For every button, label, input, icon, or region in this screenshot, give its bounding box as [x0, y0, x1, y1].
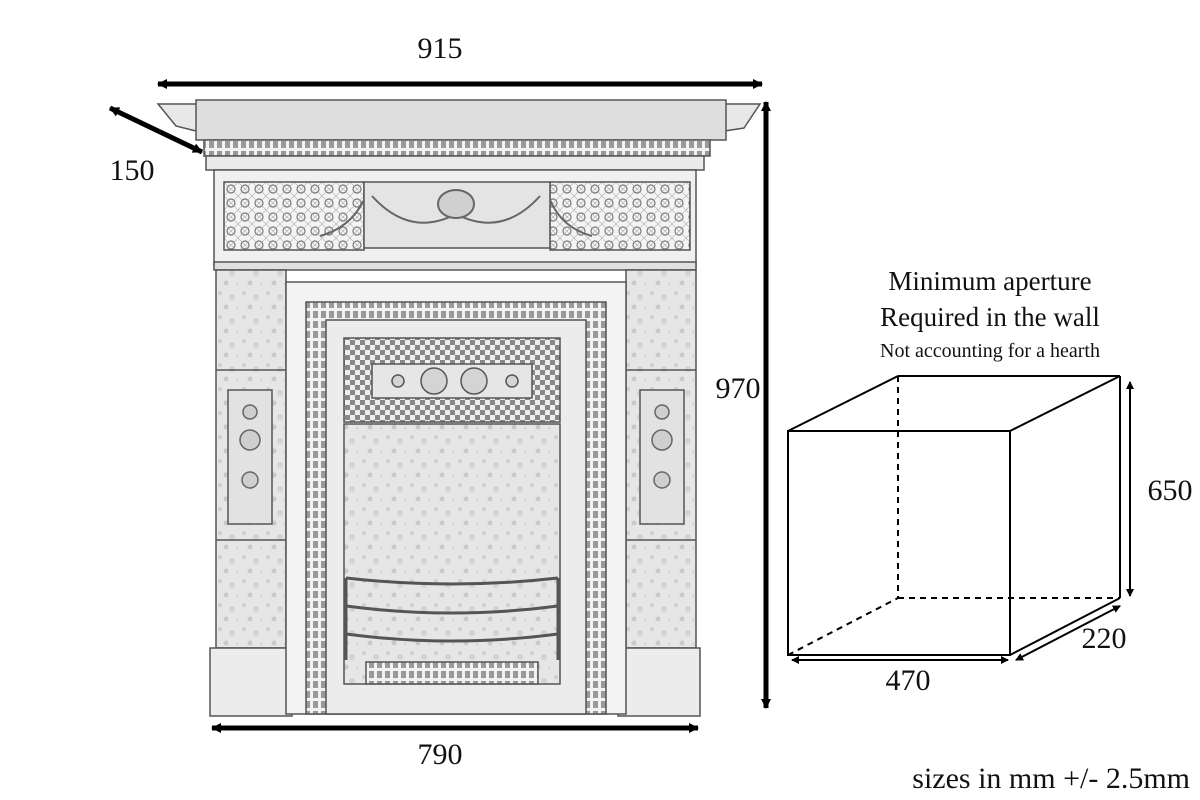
fire-grate	[344, 576, 560, 660]
tolerance-note: sizes in mm +/- 2.5mm	[912, 762, 1190, 795]
plinth-right	[617, 647, 701, 717]
aperture-width-label: 470	[886, 664, 931, 697]
frieze-ledge	[213, 261, 697, 271]
width-top-label: 915	[418, 32, 463, 65]
hidden-edges	[787, 376, 1120, 656]
dimension-arrows	[108, 79, 771, 733]
fire-opening	[343, 423, 561, 685]
fireplace-illustration	[156, 99, 762, 717]
frieze-lattice-left	[223, 181, 365, 251]
aperture-depth-arrow	[1015, 605, 1121, 661]
garland-ornament	[319, 189, 593, 237]
dentil-band	[203, 139, 711, 157]
width-bottom-label: 790	[418, 738, 463, 771]
aperture-height-label: 650	[1148, 474, 1193, 507]
aperture-note: Not accounting for a hearth	[880, 340, 1100, 362]
aperture-depth-label: 220	[1082, 622, 1127, 655]
mantel-base	[205, 155, 705, 171]
aperture-dimension-arrows	[791, 381, 1134, 664]
plinth-left	[209, 647, 293, 717]
canopy-flowers	[391, 367, 519, 395]
depth-label: 150	[110, 154, 155, 187]
aperture-title-line1: Minimum aperture	[888, 266, 1091, 296]
height-label: 970	[716, 372, 761, 405]
aperture-title-line2: Required in the wall	[880, 302, 1100, 332]
grate-front	[365, 661, 539, 685]
frieze-lattice-right	[549, 181, 691, 251]
flower-ornaments	[239, 404, 673, 489]
aperture-box	[787, 375, 1121, 656]
mantel-moulding	[195, 99, 727, 141]
depth-arrow	[108, 105, 204, 155]
